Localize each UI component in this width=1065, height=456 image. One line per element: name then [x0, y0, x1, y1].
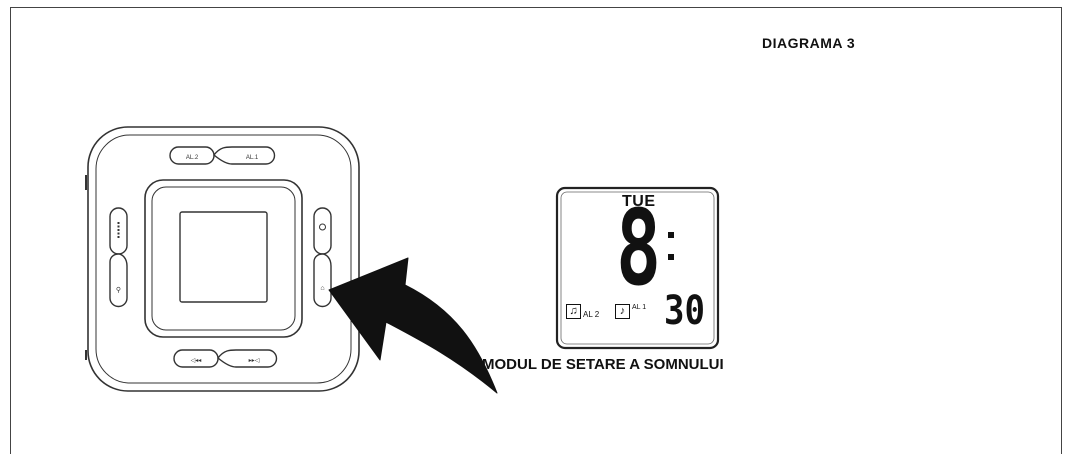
- lcd-day: TUE: [622, 193, 656, 210]
- lcd-colon: [668, 232, 674, 238]
- light-icon: ⚲: [116, 286, 121, 294]
- lcd-colon-lower: [668, 254, 674, 260]
- lcd-hour: 8: [616, 187, 662, 309]
- top-button-al2[interactable]: AL.2: [169, 146, 215, 165]
- bottom-button-next[interactable]: ▸▸◁: [217, 349, 278, 368]
- diagram-title: DIAGRAMA 3: [762, 35, 856, 51]
- alarm1-label: AL 1: [632, 304, 647, 311]
- sleep-icon: ⌂: [320, 285, 324, 292]
- alarm2-label: AL 2: [583, 310, 600, 319]
- left-button-menu[interactable]: [109, 207, 128, 255]
- diagram-frame: [10, 7, 1062, 454]
- lcd-display: [555, 186, 720, 350]
- mode-label: MODUL DE SETARE A SOMNULUI: [482, 356, 724, 373]
- lcd-minutes: 30: [664, 288, 705, 334]
- top-button-al1[interactable]: AL.1: [213, 146, 276, 165]
- svg-text:▸▸◁: ▸▸◁: [249, 358, 260, 364]
- top-button-al1-label: AL.1: [246, 155, 259, 161]
- top-button-al2-label: AL.2: [186, 155, 199, 161]
- pointer-arrow: [328, 257, 498, 394]
- alarm2-music-icon: ♫: [566, 304, 581, 319]
- svg-text:◁◂◂: ◁◂◂: [191, 358, 202, 364]
- right-button-sleep[interactable]: ⌂: [313, 253, 332, 308]
- bottom-button-prev[interactable]: ◁◂◂: [173, 349, 219, 368]
- left-button-light[interactable]: ⚲: [109, 253, 128, 308]
- alarm1-bell-icon: ♪: [615, 304, 630, 319]
- right-button-power[interactable]: [313, 207, 332, 255]
- clock-device: [85, 126, 360, 392]
